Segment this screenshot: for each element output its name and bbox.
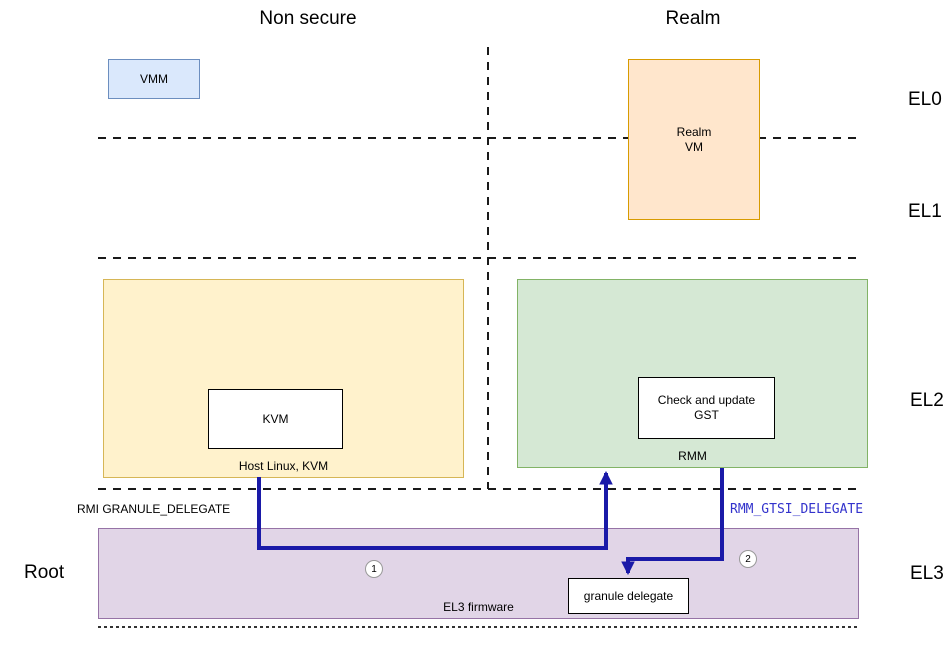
kvm-box: KVM [208,389,343,449]
rmi-granule-delegate-label: RMI GRANULE_DELEGATE [77,502,231,516]
root-label: Root [24,562,65,583]
rmm-gtsi-delegate-label: RMM_GTSI_DELEGATE [730,502,864,517]
check-gst-box: Check and update GST [638,377,775,439]
host-linux-box-label: Host Linux, KVM [238,459,329,473]
column-label-non-secure: Non secure [259,8,357,29]
realm-vm-box: Realm VM [628,59,760,220]
el1-el2-boundary-line [98,257,862,259]
step-1-badge: 1 [365,560,383,578]
rmm-box-label: RMM [678,449,707,463]
el2-label: EL2 [910,390,944,411]
el1-label: EL1 [908,201,942,222]
granule-delegate-box: granule delegate [568,578,689,614]
rmm-box: RMM [517,279,868,468]
el3-bottom-boundary-line [98,626,860,628]
el3-firmware-label: EL3 firmware [443,600,514,614]
el0-label: EL0 [908,89,942,110]
el2-el3-boundary-line [98,488,862,490]
el3-label: EL3 [910,563,944,584]
world-divider-line [487,47,489,489]
el3-firmware-box: EL3 firmware [98,528,859,619]
vmm-box: VMM [108,59,200,99]
el0-el1-boundary-line [98,137,862,139]
step-2-badge: 2 [739,550,757,568]
column-label-realm: Realm [665,8,721,29]
